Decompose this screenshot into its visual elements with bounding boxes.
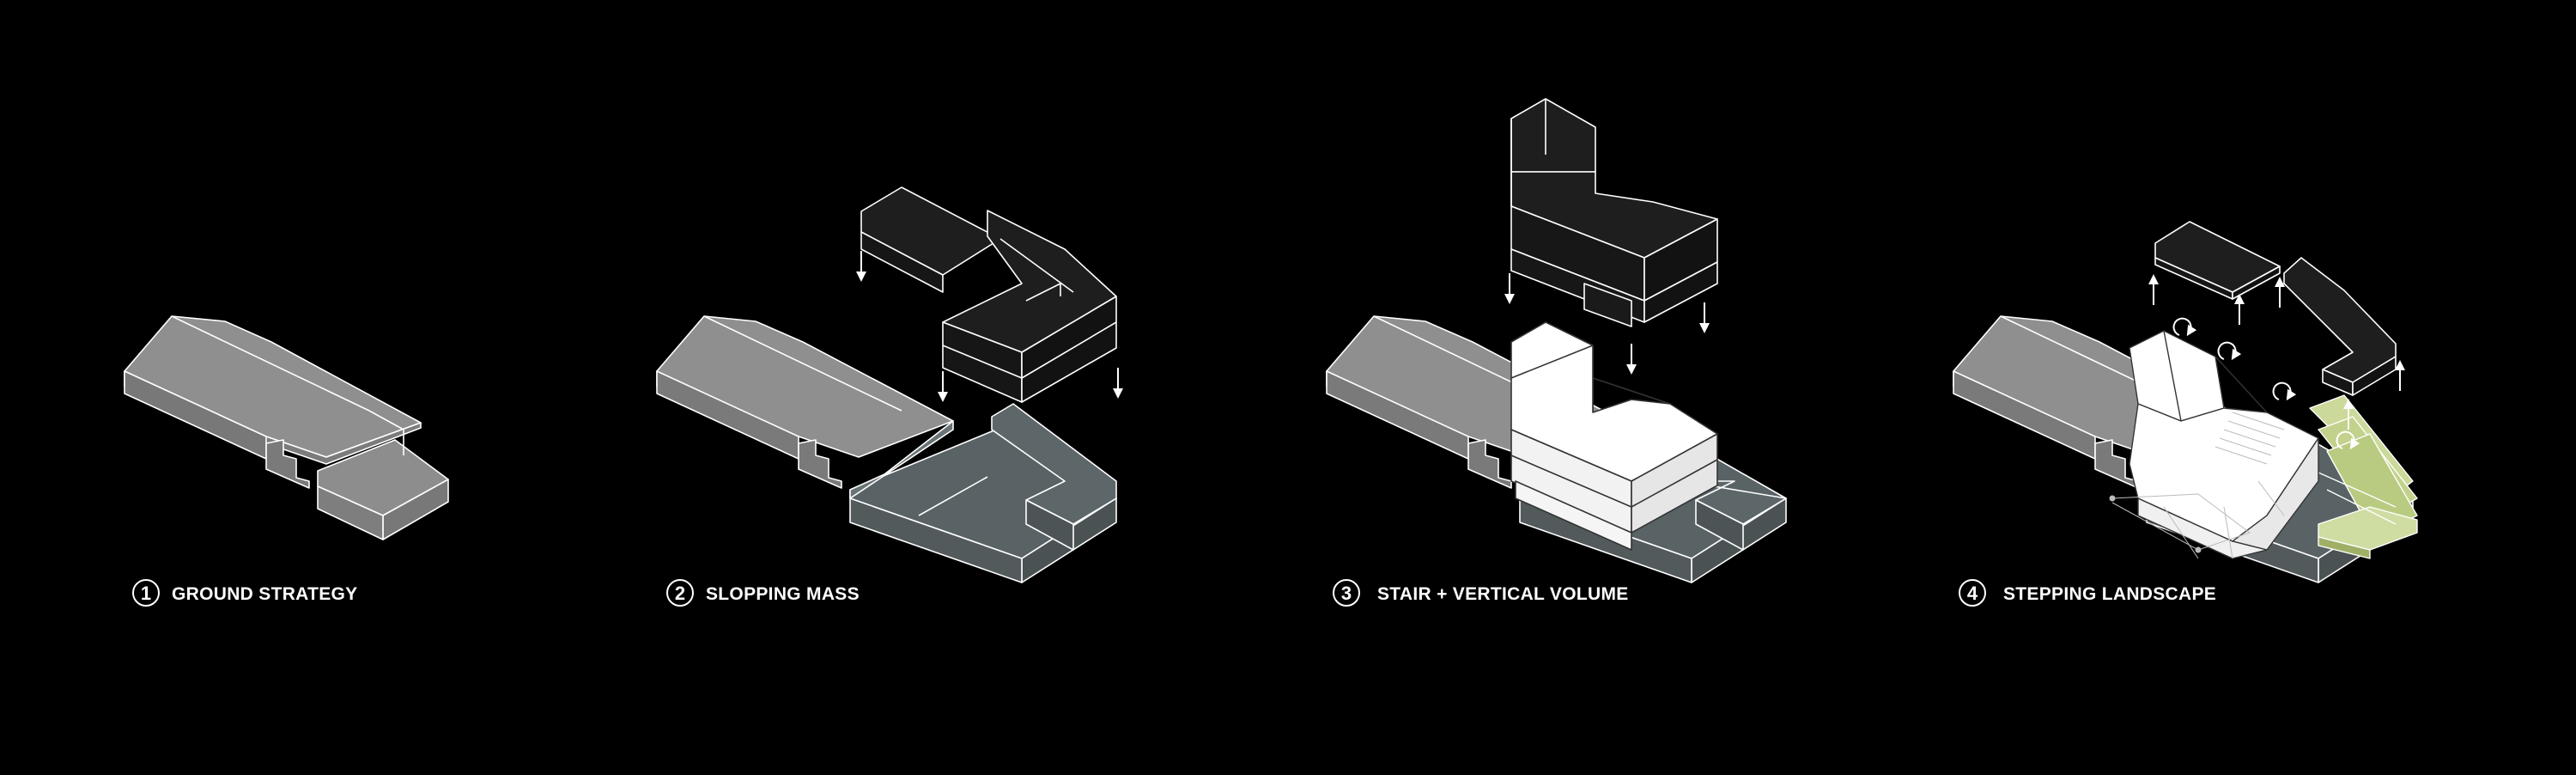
floating-dark-mass-right bbox=[2283, 257, 2397, 396]
rotate-icon bbox=[2172, 317, 2197, 337]
rotation-arrows bbox=[2172, 317, 2360, 450]
white-stair-volume bbox=[1510, 321, 1718, 551]
step-1-number: 1 bbox=[141, 583, 151, 604]
stair-hatching bbox=[2215, 412, 2285, 465]
step-4-caption: 4 STEPPING LANDSCAPE bbox=[1959, 579, 2216, 607]
rotate-icon bbox=[2217, 341, 2242, 361]
floating-dark-mass bbox=[1510, 98, 1718, 327]
step-3-number: 3 bbox=[1341, 583, 1352, 604]
floating-dark-mass bbox=[860, 186, 1117, 403]
panel-4-stepping-landscape: 4 STEPPING LANDSCAPE bbox=[1953, 221, 2418, 607]
step-4-label: STEPPING LANDSCAPE bbox=[2003, 584, 2216, 604]
rotate-icon bbox=[2336, 430, 2360, 450]
floating-dark-mass-left bbox=[2154, 221, 2281, 300]
step-2-number: 2 bbox=[675, 583, 685, 604]
construction-lines bbox=[2109, 480, 2285, 559]
step-4-number: 4 bbox=[1967, 583, 1978, 604]
step-4-number-circle bbox=[1959, 579, 1986, 607]
panel-1-ground-strategy: 1 GROUND STRATEGY bbox=[124, 315, 449, 607]
downward-arrows bbox=[1504, 273, 1710, 375]
white-sculpted-volume bbox=[2129, 330, 2319, 559]
upward-arrows bbox=[2148, 274, 2405, 430]
ramp-outline bbox=[991, 403, 1117, 551]
existing-building bbox=[124, 315, 449, 540]
step-1-label: GROUND STRATEGY bbox=[172, 584, 357, 604]
step-1-caption: 1 GROUND STRATEGY bbox=[132, 579, 357, 607]
green-stepping-terraces bbox=[2309, 394, 2418, 559]
step-2-caption: 2 SLOPPING MASS bbox=[666, 579, 860, 607]
step-2-number-circle bbox=[666, 579, 694, 607]
step-3-number-circle bbox=[1333, 579, 1360, 607]
downward-arrows bbox=[856, 251, 1123, 402]
step-3-label: STAIR + VERTICAL VOLUME bbox=[1377, 584, 1629, 604]
panel-2-slopping-mass: 2 SLOPPING MASS bbox=[656, 186, 1123, 607]
ramp-outline bbox=[1682, 480, 1787, 551]
step-2-label: SLOPPING MASS bbox=[706, 584, 860, 604]
existing-building bbox=[656, 315, 954, 499]
step-3-caption: 3 STAIR + VERTICAL VOLUME bbox=[1333, 579, 1629, 607]
rotate-icon bbox=[2272, 381, 2297, 401]
step-1-number-circle bbox=[132, 579, 160, 607]
panel-3-stair-vertical-volume: 3 STAIR + VERTICAL VOLUME bbox=[1326, 98, 1787, 607]
